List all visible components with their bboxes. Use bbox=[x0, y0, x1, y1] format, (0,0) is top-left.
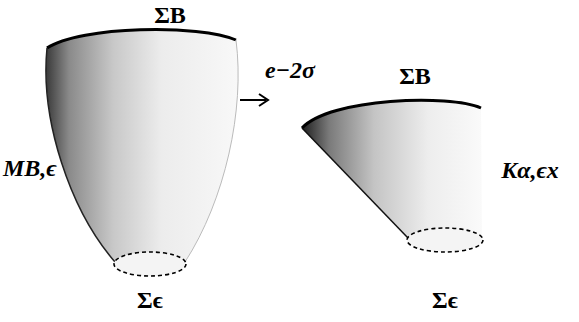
surface-label: MB,ϵ bbox=[3, 156, 57, 180]
boundary-label: ΣB bbox=[399, 64, 431, 88]
map-label: e−2σ bbox=[265, 58, 315, 82]
surface-label: Kα,ϵx bbox=[501, 158, 559, 182]
boundary-label: ΣB bbox=[154, 3, 186, 27]
right-surface bbox=[302, 100, 483, 252]
left-surface bbox=[46, 30, 238, 276]
boundary-label: Σϵ bbox=[137, 288, 163, 312]
map-arrow bbox=[240, 94, 268, 106]
boundary-label: Σϵ bbox=[432, 288, 458, 312]
